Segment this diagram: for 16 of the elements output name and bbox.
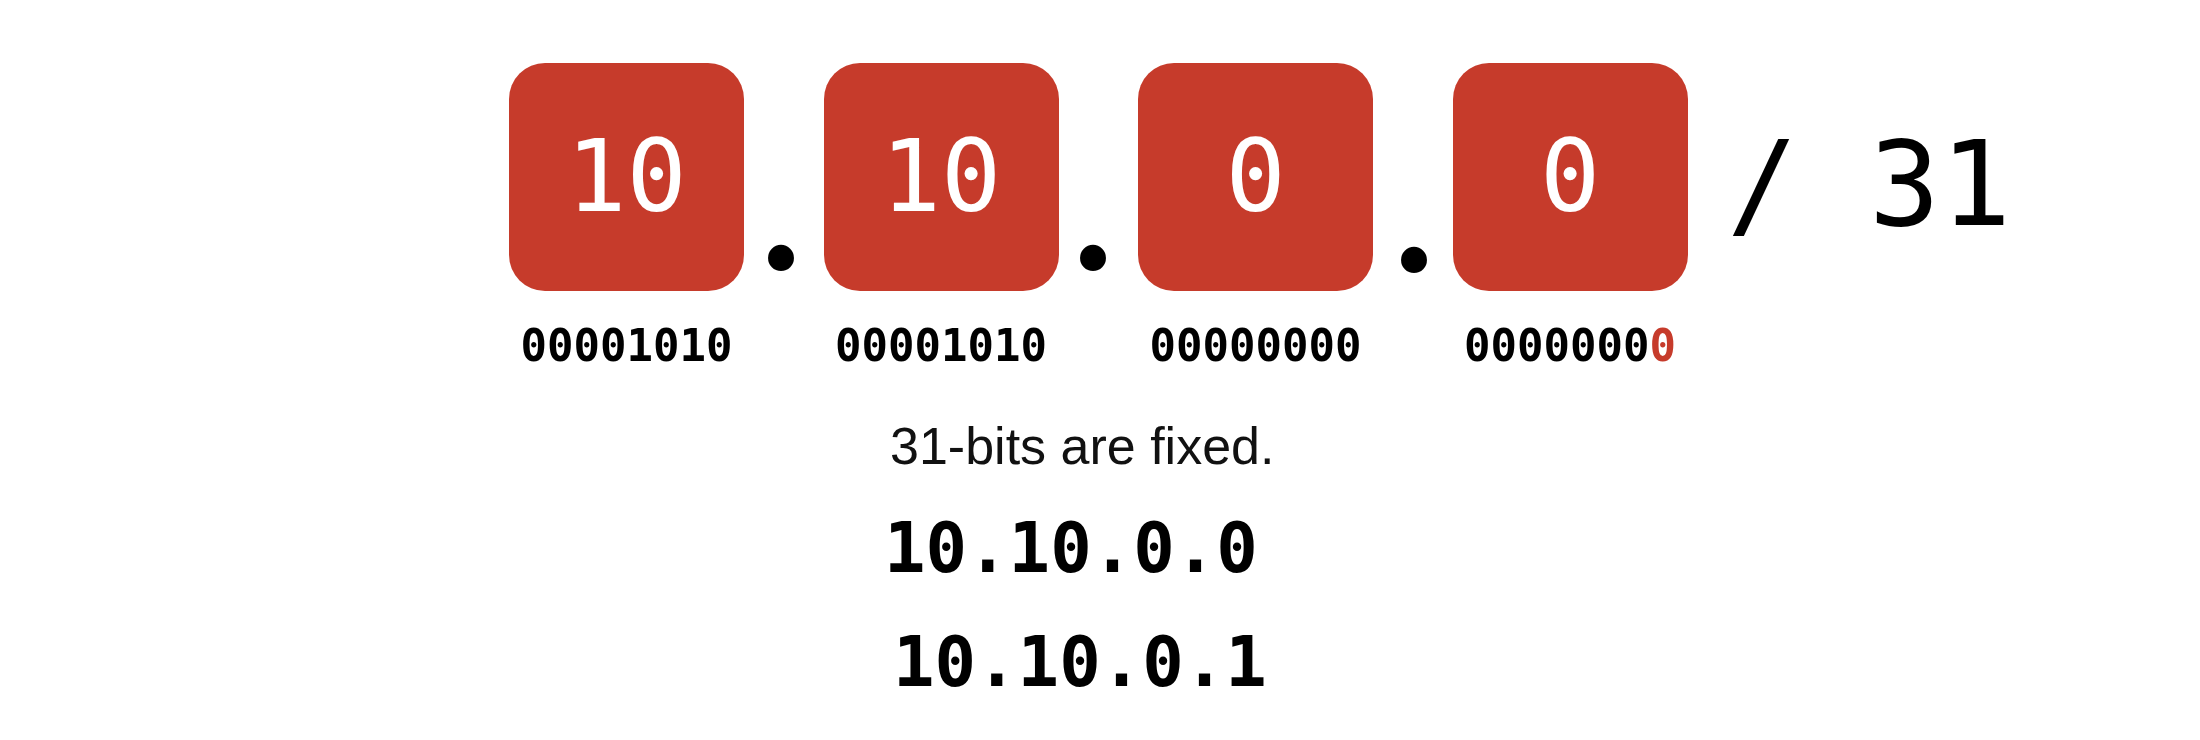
binary-value: 00001010 <box>835 324 1047 368</box>
binary-value: 00000000 <box>1464 324 1676 368</box>
octet-box <box>1138 63 1373 291</box>
note-text: 31-bits are fixed. <box>890 420 1275 472</box>
octet-box <box>509 63 744 291</box>
octet-box <box>1452 63 1688 291</box>
octet-value: 10 <box>880 127 1002 227</box>
binary-value: 00001010 <box>520 324 733 368</box>
octet-value: 0 <box>1225 127 1286 227</box>
octet-value: 10 <box>566 127 687 227</box>
octet-box <box>823 63 1059 291</box>
ip-address: 10.10.0.0 <box>884 514 1258 583</box>
binary-value: 00000000 <box>1149 324 1362 368</box>
ip-address: 10.10.0.1 <box>893 628 1267 697</box>
prefix-length: / 31 <box>1727 125 2012 243</box>
octet-value: 0 <box>1539 127 1601 227</box>
